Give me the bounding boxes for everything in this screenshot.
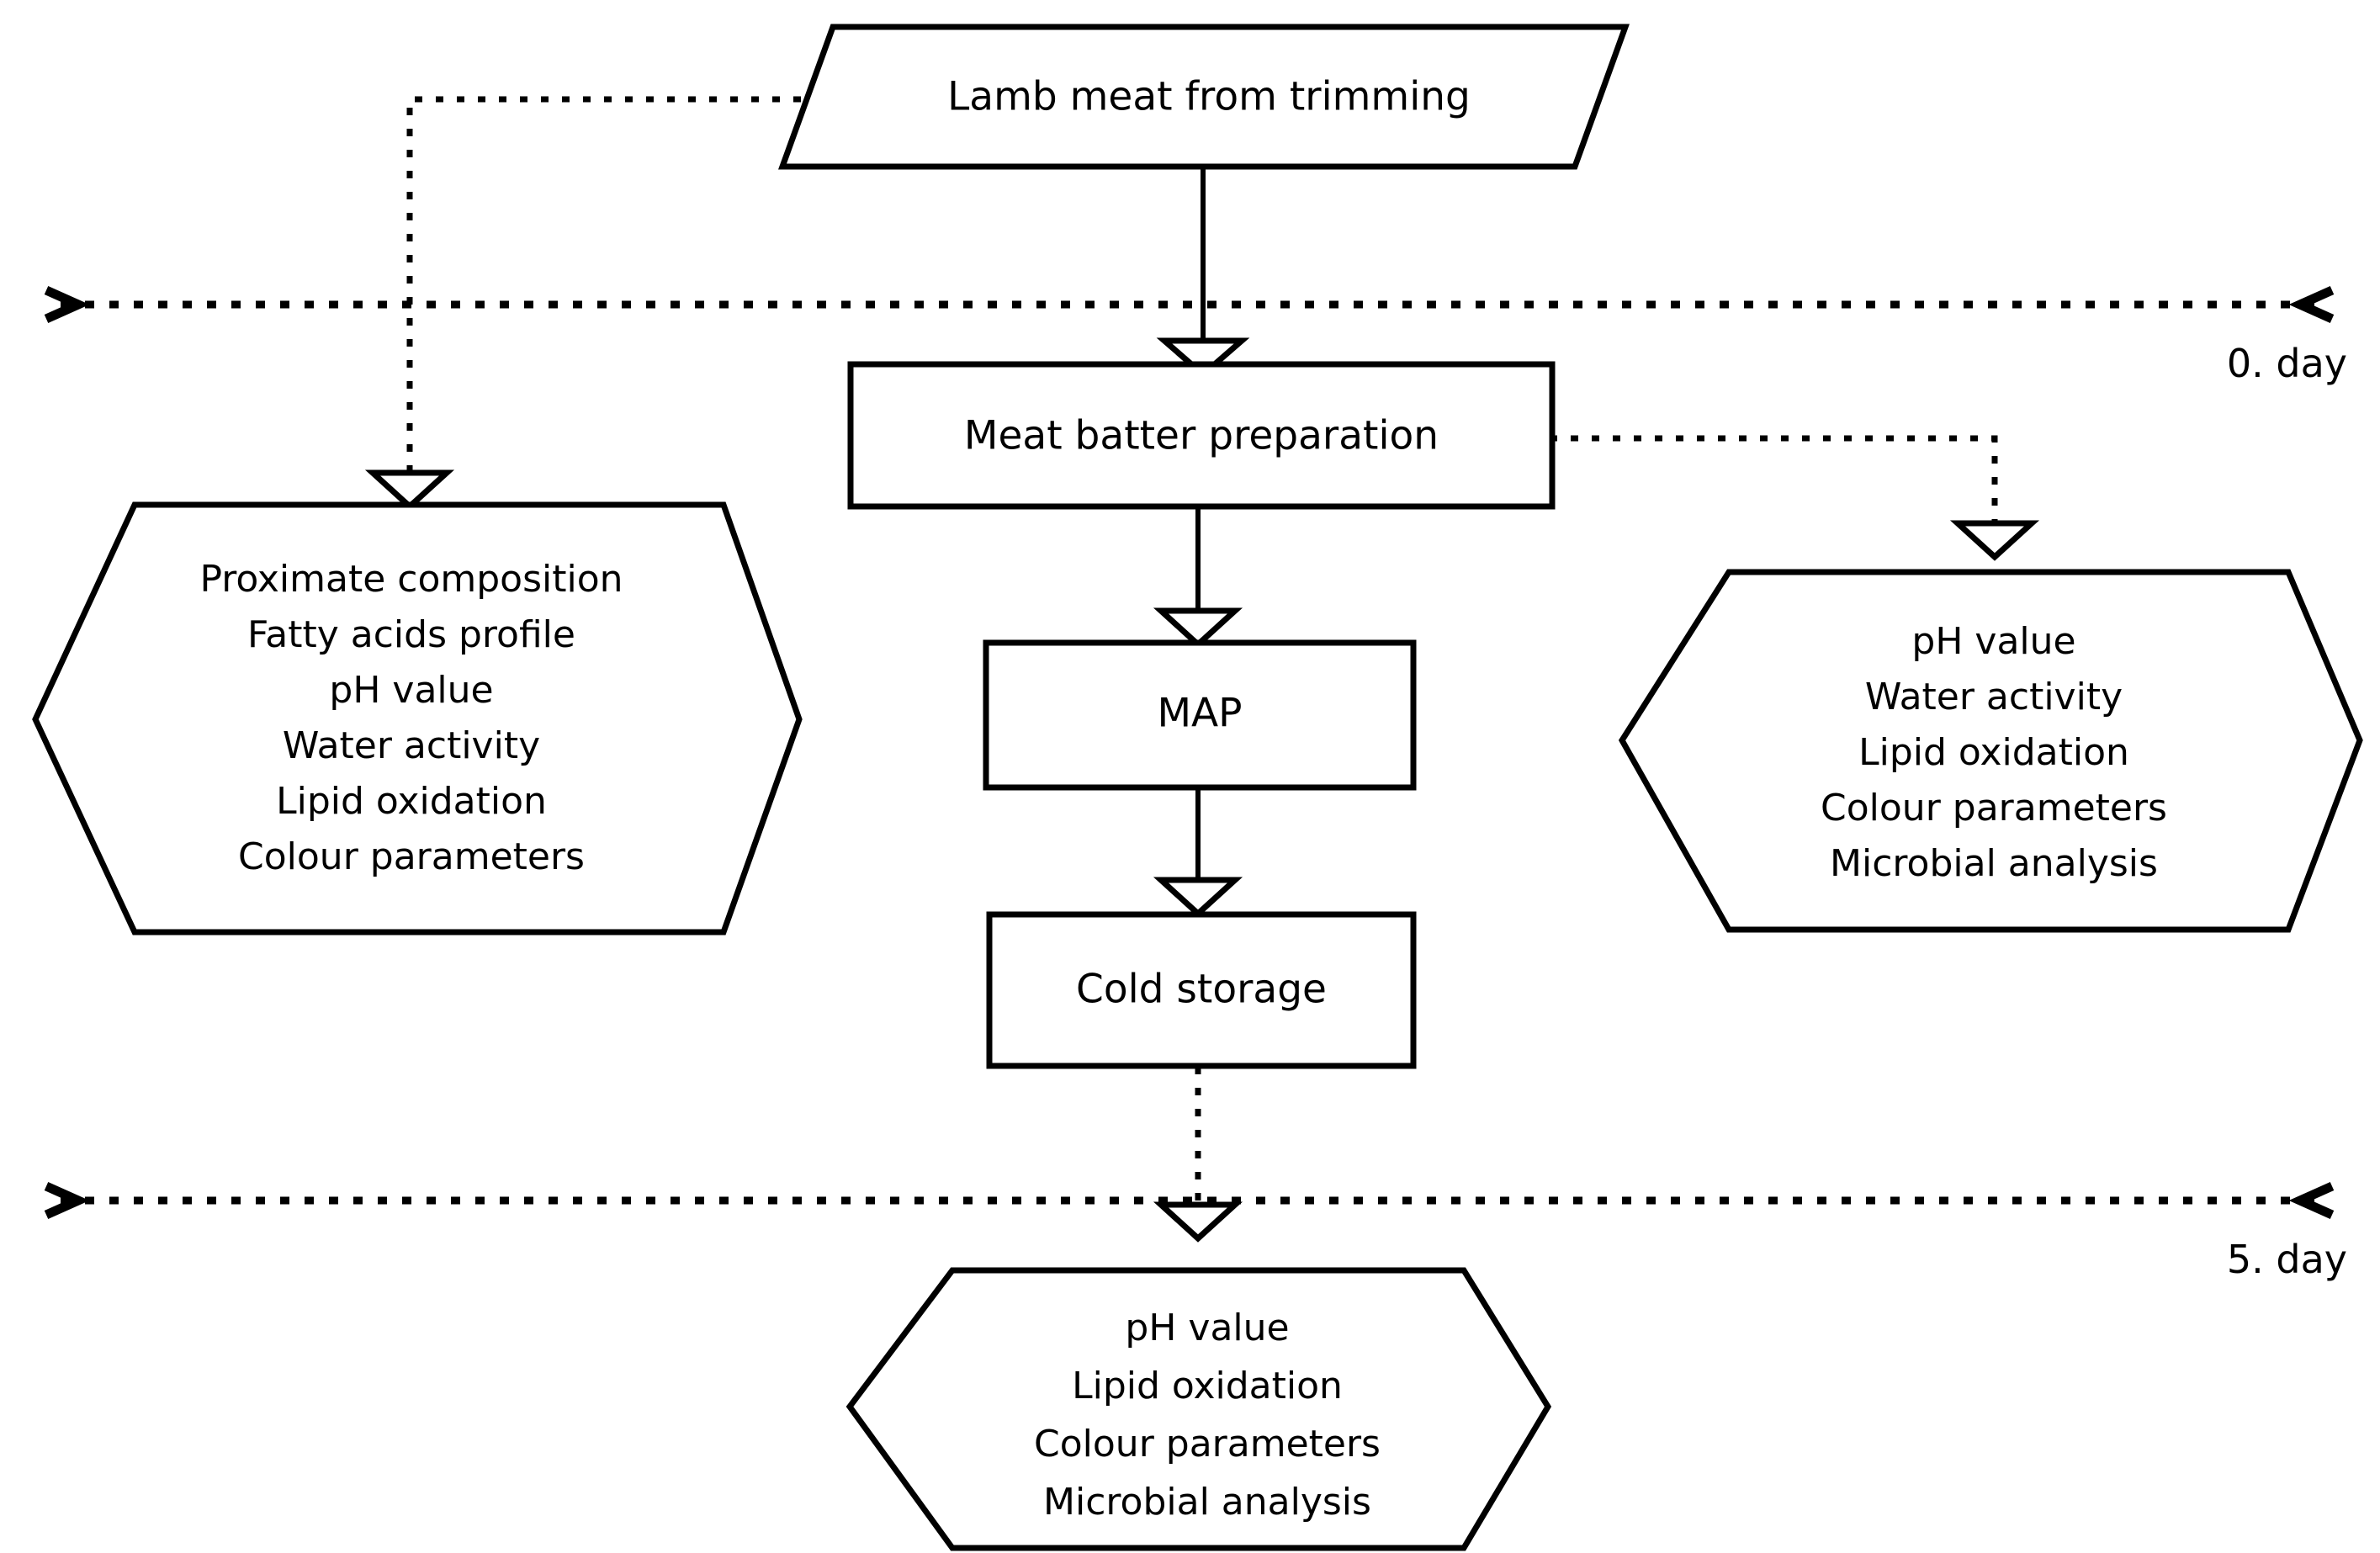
connector-step1-to-right-analysis	[1550, 435, 2040, 561]
connector-step3-to-bottom-analysis	[1153, 1067, 1243, 1243]
analysis-right-line-2: Water activity	[1865, 676, 2123, 718]
analysis-left-line-1: Proximate composition	[199, 558, 623, 601]
analysis-bottom-line-3: Colour parameters	[1034, 1423, 1381, 1466]
connector-step1-to-step2	[1153, 505, 1243, 649]
timeline-day5-left-chevron-icon	[44, 1181, 90, 1220]
analysis-bottom-line-1: pH value	[1125, 1307, 1289, 1349]
analysis-right-line-5: Microbial analysis	[1830, 842, 2158, 885]
node-map-label: MAP	[1157, 691, 1242, 737]
analysis-left-line-2: Fatty acids profile	[247, 613, 575, 656]
node-source-label: Lamb meat from trimming	[947, 74, 1471, 120]
node-meat-batter-preparation-label: Meat batter preparation	[964, 413, 1439, 459]
analysis-left-line-4: Water activity	[283, 724, 540, 767]
node-source[interactable]: Lamb meat from trimming	[778, 24, 1630, 170]
analysis-left-line-3: pH value	[329, 669, 493, 712]
timeline-day0-right-chevron-icon	[2288, 285, 2335, 324]
analysis-hexagon-bottom[interactable]: pH value Lipid oxidation Colour paramete…	[845, 1267, 1552, 1551]
node-cold-storage[interactable]: Cold storage	[986, 911, 1417, 1069]
connector-step2-to-step3	[1153, 787, 1243, 918]
timeline-day0-label: 0. day	[2227, 341, 2347, 386]
node-meat-batter-preparation[interactable]: Meat batter preparation	[847, 361, 1556, 510]
analysis-right-line-3: Lipid oxidation	[1858, 731, 2129, 774]
analysis-right-line-4: Colour parameters	[1821, 787, 2167, 830]
connector-source-to-left-analysis	[364, 96, 801, 511]
analysis-bottom-line-4: Microbial analysis	[1043, 1481, 1371, 1524]
analysis-right-line-1: pH value	[1911, 620, 2075, 663]
analysis-hexagon-right[interactable]: pH value Water activity Lipid oxidation …	[1618, 569, 2363, 933]
analysis-bottom-line-2: Lipid oxidation	[1072, 1365, 1343, 1407]
timeline-day5-right-chevron-icon	[2288, 1181, 2335, 1220]
timeline-day5-label: 5. day	[2227, 1237, 2347, 1282]
analysis-left-line-5: Lipid oxidation	[276, 780, 547, 823]
timeline-day5: 5. day	[44, 1181, 2347, 1282]
timeline-day0: 0. day	[44, 285, 2347, 386]
connector-source-to-step1	[1156, 167, 1250, 379]
node-map[interactable]: MAP	[983, 639, 1417, 791]
analysis-hexagon-left[interactable]: Proximate composition Fatty acids profil…	[32, 501, 803, 936]
analysis-left-line-6: Colour parameters	[238, 835, 585, 878]
timeline-day0-left-chevron-icon	[44, 285, 90, 324]
node-cold-storage-label: Cold storage	[1076, 967, 1327, 1013]
